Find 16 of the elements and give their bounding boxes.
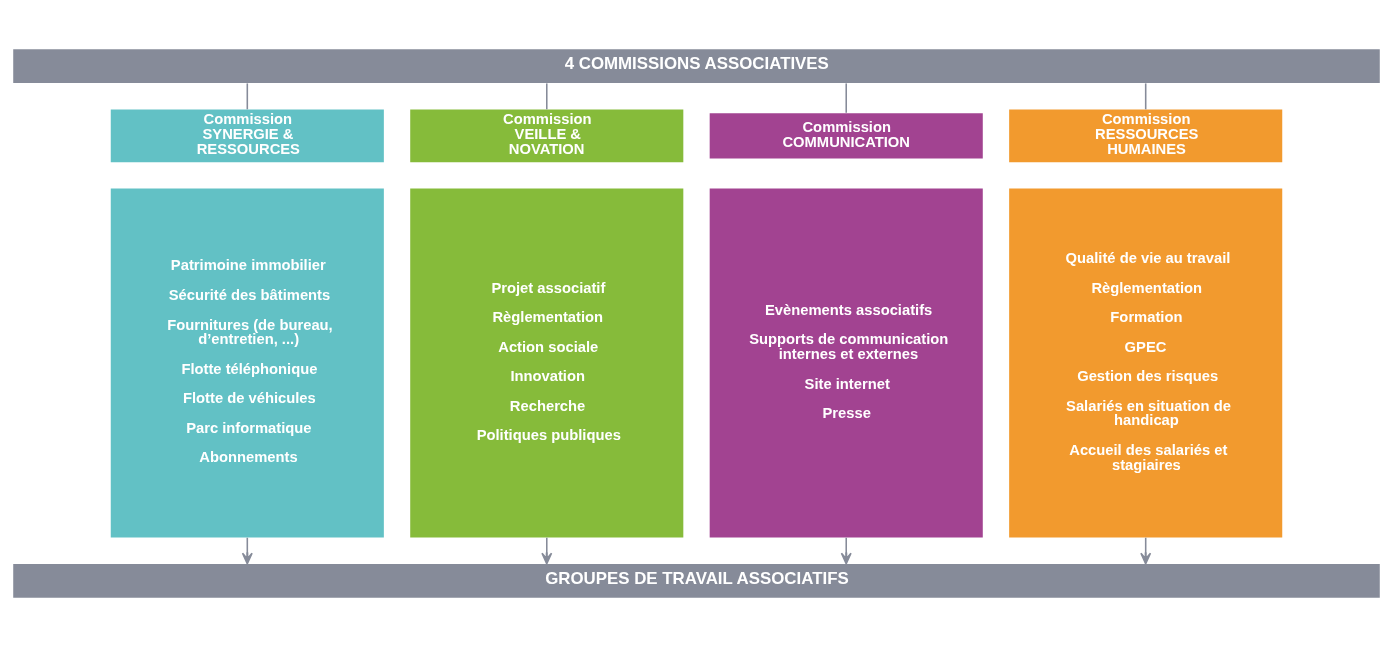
node-box: Patrimoine immobilier Sécurité des bâtiments Fournitures (de bureau, d’entretien, ...) Flotte téléphonique Flotte de véhicules Parc informatique Abonnements	[110, 188, 384, 538]
node-box: Qualité de vie au travail Règlementation Formation GPEC Gestion des risques Salariés en situation de handicap Accueil des salariés et stagiaires	[1008, 188, 1282, 538]
node-box: Commission COMMUNICATION	[709, 112, 983, 158]
node-box: Commission VEILLE & NOVATION	[409, 108, 683, 162]
node-box: Commission SYNERGIE & RESSOURCES	[110, 108, 384, 162]
node-box: Projet associatif Règlementation Action sociale Innovation Recherche Politiques publiques	[409, 188, 683, 538]
connector	[1144, 82, 1146, 110]
node-box: Commission RESSOURCES HUMAINES	[1008, 108, 1282, 162]
connector	[246, 82, 248, 110]
node-box: GROUPES DE TRAVAIL ASSOCIATIFS	[12, 563, 1380, 598]
arrow	[540, 536, 552, 565]
node-box: Evènements associatifs Supports de communication internes et externes Site internet Presse	[709, 188, 983, 538]
node-box: 4 COMMISSIONS ASSOCIATIVES	[12, 48, 1380, 83]
connector	[844, 82, 847, 114]
arrow	[840, 536, 852, 565]
connector	[545, 82, 548, 110]
